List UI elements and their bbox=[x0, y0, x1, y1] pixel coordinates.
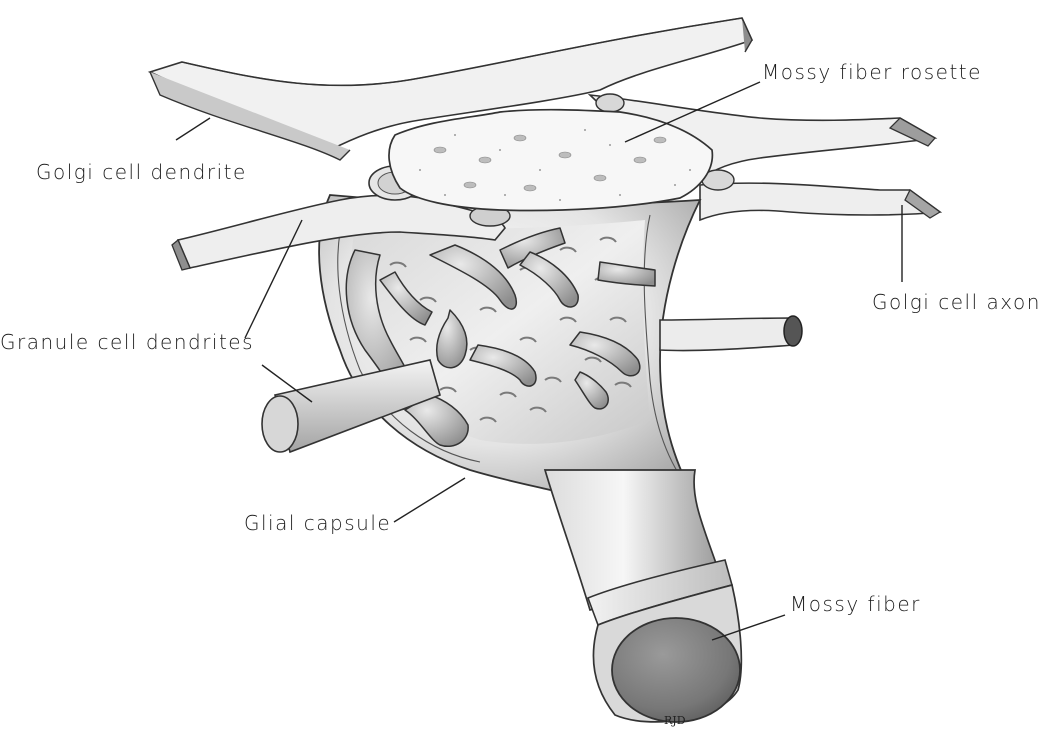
golgi-cell-axon bbox=[700, 183, 940, 220]
artist-signature: RJD bbox=[664, 714, 686, 727]
label-golgi-cell-axon: Golgi cell axon bbox=[872, 290, 1041, 314]
leader-golgi-cell-dendrite bbox=[176, 118, 210, 140]
leader-glial-capsule bbox=[394, 478, 465, 522]
label-glial-capsule: Glial capsule bbox=[244, 511, 391, 535]
label-golgi-cell-dendrite: Golgi cell dendrite bbox=[36, 160, 247, 184]
golgi-axon-side-branch bbox=[660, 316, 802, 351]
mossy-fiber bbox=[545, 470, 741, 722]
label-mossy-fiber: Mossy fiber bbox=[790, 592, 921, 616]
label-granule-cell-dendrites: Granule cell dendrites bbox=[0, 330, 254, 354]
label-mossy-fiber-rosette: Mossy fiber rosette bbox=[762, 60, 982, 84]
